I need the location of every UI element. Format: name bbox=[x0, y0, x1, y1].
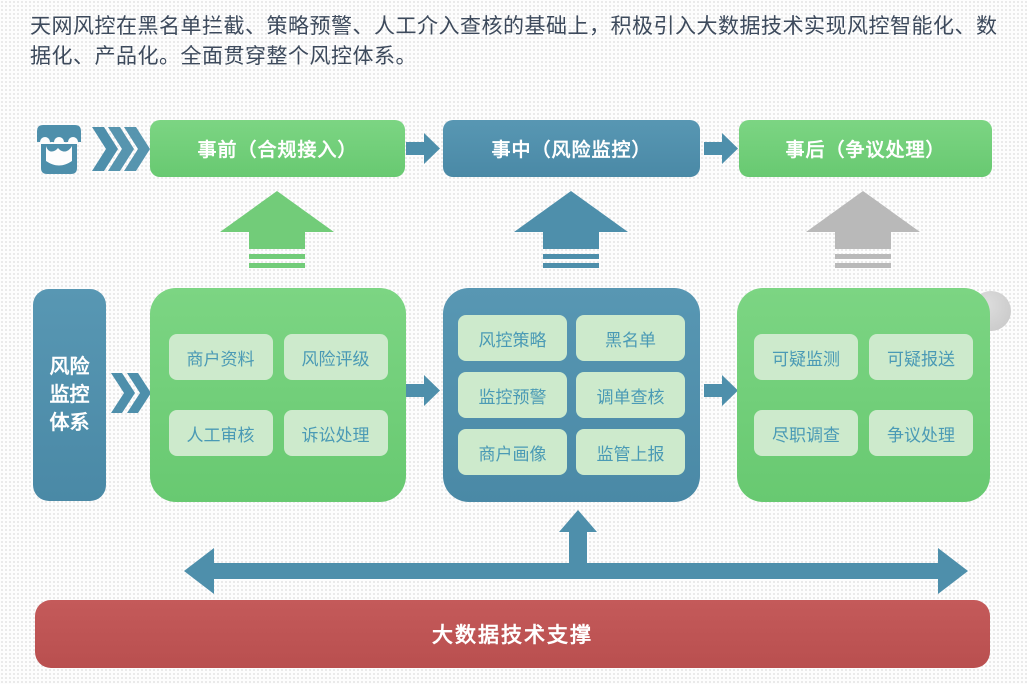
pill-item: 人工审核 bbox=[168, 410, 273, 456]
pill-item: 商户画像 bbox=[458, 429, 567, 475]
storefront-icon bbox=[37, 125, 81, 174]
pill-item: 黑名单 bbox=[576, 315, 685, 361]
big-data-support-bar: 大数据技术支撑 bbox=[35, 600, 990, 668]
phase-header-mid: 事中（风险监控） bbox=[443, 120, 700, 177]
phase-header-pre: 事前（合规接入） bbox=[150, 120, 405, 177]
up-arrow-mid-icon bbox=[514, 191, 628, 268]
right-arrow-icon bbox=[406, 375, 440, 406]
content-box-post: 可疑监测 可疑报送 尽职调查 争议处理 bbox=[737, 288, 990, 502]
pill-item: 可疑报送 bbox=[869, 334, 973, 380]
pill-item: 风险评级 bbox=[283, 334, 388, 380]
sidebar-label: 风险监控体系 bbox=[49, 356, 90, 434]
right-arrow-icon bbox=[704, 133, 738, 164]
content-box-pre: 商户资料 风险评级 人工审核 诉讼处理 bbox=[150, 288, 406, 502]
pill-grid-post: 可疑监测 可疑报送 尽职调查 争议处理 bbox=[754, 334, 973, 456]
pill-item: 监控预警 bbox=[458, 372, 567, 418]
triple-chevron-icon bbox=[92, 127, 150, 171]
double-chevron-icon bbox=[111, 373, 151, 413]
pill-item: 商户资料 bbox=[168, 334, 273, 380]
up-arrow-pre-icon bbox=[220, 191, 334, 268]
pill-item: 监管上报 bbox=[576, 429, 685, 475]
pill-item: 尽职调查 bbox=[754, 410, 858, 456]
pill-item: 调单查核 bbox=[576, 372, 685, 418]
right-arrow-icon bbox=[704, 375, 738, 406]
sidebar-risk-system: 风险监控体系 bbox=[33, 289, 106, 501]
pill-grid-pre: 商户资料 风险评级 人工审核 诉讼处理 bbox=[168, 334, 388, 456]
pill-item: 争议处理 bbox=[869, 410, 973, 456]
bidirectional-support-arrow-icon bbox=[184, 510, 968, 594]
pill-grid-mid: 风控策略 黑名单 监控预警 调单查核 商户画像 监管上报 bbox=[458, 315, 685, 475]
pill-item: 诉讼处理 bbox=[283, 410, 388, 456]
pill-item: 风控策略 bbox=[458, 315, 567, 361]
right-arrow-icon bbox=[406, 133, 440, 164]
pill-item: 可疑监测 bbox=[754, 334, 858, 380]
intro-text: 天网风控在黑名单拦截、策略预警、人工介入查核的基础上，积极引入大数据技术实现风控… bbox=[30, 15, 998, 68]
up-arrow-post-icon bbox=[806, 191, 920, 268]
phase-header-post: 事后（争议处理） bbox=[739, 120, 992, 177]
content-box-mid: 风控策略 黑名单 监控预警 调单查核 商户画像 监管上报 bbox=[443, 288, 700, 502]
